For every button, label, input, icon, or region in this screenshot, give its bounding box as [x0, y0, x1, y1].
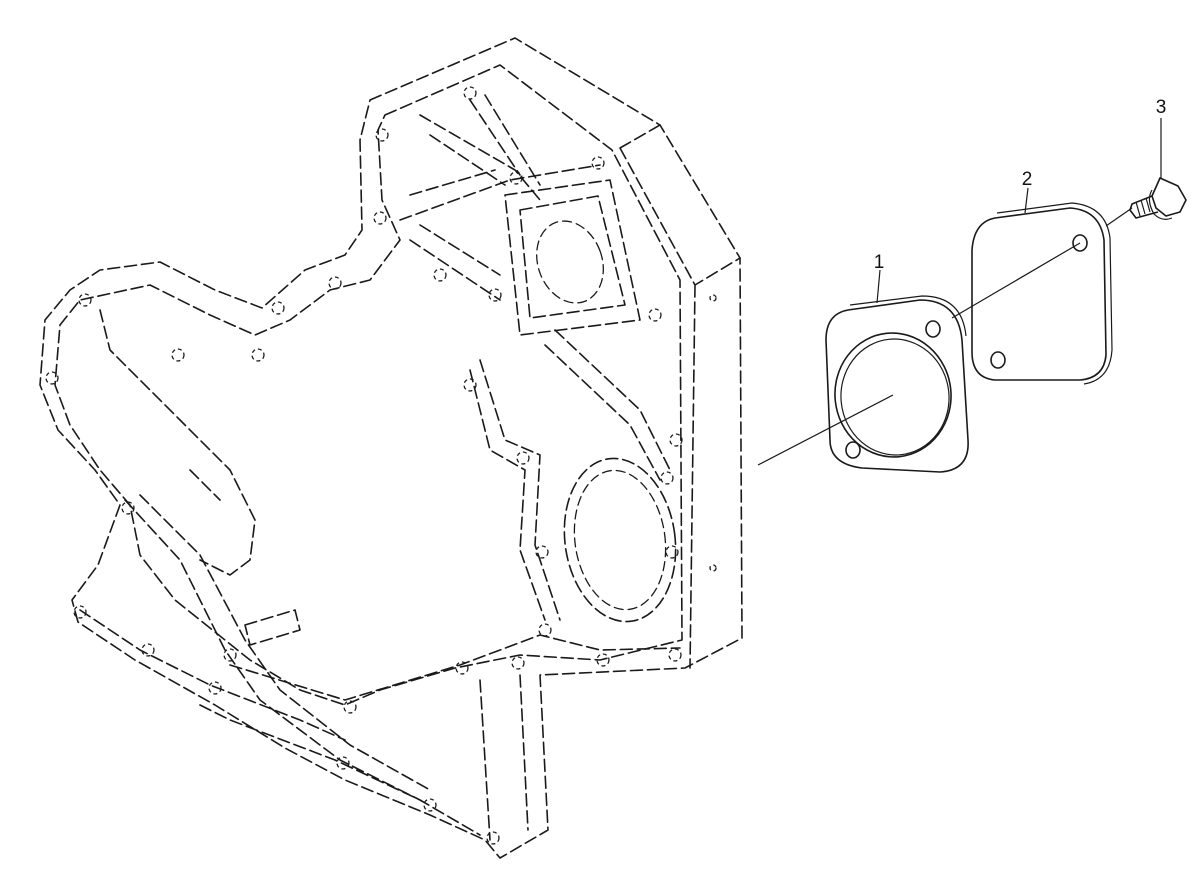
bolt-head [1151, 177, 1187, 217]
housing-hole [223, 648, 237, 662]
housing-hole [208, 681, 222, 695]
leader-callout-1 [876, 269, 881, 304]
housing-lower-straps [79, 494, 481, 836]
housing-hole [596, 653, 610, 667]
callout-number-3: 3 [1156, 97, 1167, 118]
callout-number-1: 1 [874, 252, 885, 273]
cover-plate-part [971, 202, 1113, 385]
cover-plate-bolt-hole-lower [990, 351, 1006, 369]
housing-hole [455, 661, 469, 675]
housing-hole [538, 623, 552, 637]
housing-hole [509, 171, 523, 185]
callout-labels: 1 2 3 [874, 97, 1167, 273]
housing-hole [171, 348, 185, 362]
gasket-outline [825, 299, 969, 473]
housing-bottom-strap [229, 634, 681, 841]
housing-hole [668, 648, 682, 662]
housing-hole [373, 211, 387, 225]
housing-hole [121, 501, 135, 515]
leader-lines [757, 118, 1162, 466]
housing-hole [375, 128, 389, 142]
leader-hole-alignment [951, 242, 1081, 319]
leader-callout-2 [1024, 187, 1029, 214]
housing-web-upper [399, 94, 601, 221]
housing-hole [488, 288, 502, 302]
gasket-edge-thickness [849, 295, 967, 337]
housing-outer-outline [39, 37, 743, 859]
housing-right-bore [563, 457, 677, 623]
housing-left-lobe-detail [99, 309, 256, 576]
housing-hole [709, 294, 717, 302]
housing-hole [709, 564, 717, 572]
bolt-part [1129, 177, 1187, 220]
housing-bolt-holes [45, 86, 717, 845]
housing-hole [648, 308, 662, 322]
housing-hole [591, 156, 605, 170]
housing-hole [669, 433, 683, 447]
housing-hole [660, 471, 674, 485]
housing-hole [73, 605, 87, 619]
callout-number-2: 2 [1022, 169, 1033, 190]
housing-hole [328, 276, 342, 290]
housing-hole [45, 371, 59, 385]
housing-hole [336, 756, 350, 770]
cover-plate-bolt-hole-upper [1072, 234, 1088, 252]
housing-hole [423, 798, 437, 812]
housing-top-pad-bore [536, 220, 604, 304]
cover-plate-edge-thickness [996, 202, 1113, 385]
timing-cover-housing [39, 37, 743, 859]
housing-hole [251, 348, 265, 362]
housing-hole [78, 293, 92, 307]
housing-center-ribs [409, 224, 671, 621]
gasket-bolt-hole-upper [925, 320, 941, 338]
housing-hole [535, 545, 549, 559]
cover-plate-outline [971, 207, 1107, 381]
housing-hole [516, 451, 530, 465]
housing-right-bore-inner [573, 469, 667, 611]
gasket-bolt-hole-lower [845, 441, 861, 459]
housing-hole [343, 700, 357, 714]
housing-side-face [619, 124, 741, 669]
housing-hole [486, 831, 500, 845]
housing-hole [433, 268, 447, 282]
gasket-part [825, 295, 969, 473]
housing-hole [141, 643, 155, 657]
housing-top-pad [504, 179, 641, 336]
housing-hole [511, 656, 525, 670]
leader-gasket-to-housing [757, 394, 894, 466]
gasket-center-opening-edge [840, 338, 950, 456]
bolt-thread-lines [1135, 197, 1151, 217]
gasket-center-opening [834, 332, 952, 458]
housing-stub [244, 609, 301, 646]
leader-bolt-alignment [1105, 207, 1133, 227]
housing-hole [463, 86, 477, 100]
housing-hole [463, 378, 477, 392]
housing-hole [271, 301, 285, 315]
housing-hole [665, 545, 679, 559]
